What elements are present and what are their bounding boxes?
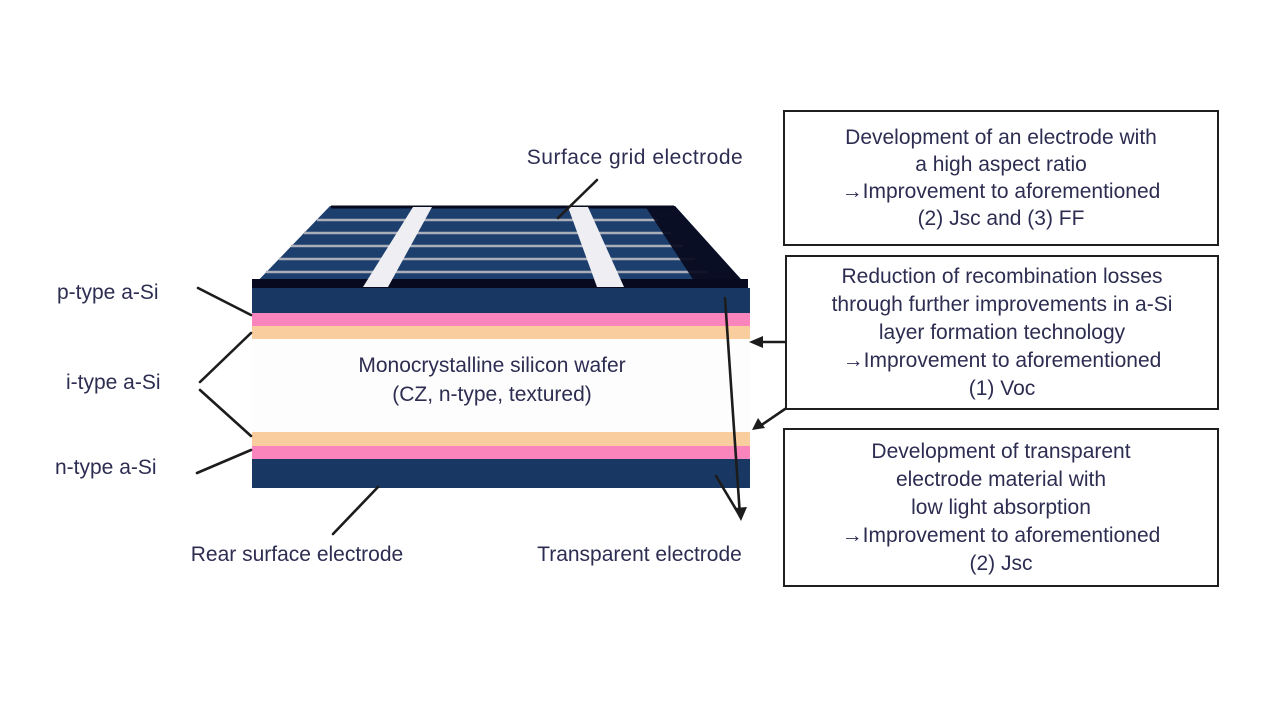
transparent-electrode-connector-line-top: [723, 296, 742, 518]
annotation-line: Development of transparent: [871, 439, 1131, 463]
layer-transparent-electrode-bottom: [252, 459, 750, 488]
rear-electrode-connector-line: [331, 485, 380, 536]
i-type-label: i-type a-Si: [66, 371, 161, 394]
arrow-to-top-a-si-head: [749, 336, 763, 348]
p-type-label: p-type a-Si: [57, 281, 159, 304]
layer-n-type-a-si: [252, 446, 750, 459]
annotation-line: →Improvement to aforementioned: [842, 348, 1162, 372]
busbar: [363, 207, 432, 287]
annotation-line: through further improvements in a-Si: [831, 292, 1173, 316]
surface-grid-electrode-label: Surface grid electrode: [526, 146, 744, 169]
annotation-line: →Improvement to aforementioned: [841, 523, 1161, 547]
annotation-line: layer formation technology: [878, 320, 1126, 344]
layer-stack: [252, 288, 750, 488]
annotation-line: (2) Jsc: [969, 551, 1033, 575]
annotation-box-transparent-electrode: Development of transparent electrode mat…: [783, 428, 1219, 587]
i-type-upper-connector-line: [198, 331, 253, 384]
annotation-line: →Improvement to aforementioned: [841, 180, 1161, 203]
busbar: [568, 207, 624, 287]
annotation-line: (1) Voc: [968, 376, 1036, 400]
annotation-box-recombination-losses: Reduction of recombination losses throug…: [785, 255, 1219, 410]
annotation-line: low light absorption: [911, 495, 1091, 519]
annotation-line: Reduction of recombination losses: [841, 264, 1163, 288]
layer-i-type-a-si-bottom: [252, 432, 750, 446]
wafer-label: Monocrystalline silicon wafer (CZ, n-typ…: [252, 351, 732, 409]
n-type-connector-line: [195, 448, 253, 475]
rear-surface-electrode-label: Rear surface electrode: [190, 543, 404, 566]
annotation-line: electrode material with: [895, 467, 1107, 491]
i-type-lower-connector-line: [198, 388, 253, 438]
layer-monocrystalline-wafer: [252, 339, 750, 432]
transparent-electrode-label: Transparent electrode: [537, 543, 742, 566]
connector-lines: [195, 178, 742, 536]
arrow-to-bottom-a-si: [758, 407, 787, 428]
p-type-connector-line: [196, 286, 253, 317]
annotation-line: Development of an electrode with: [845, 126, 1157, 149]
n-type-label: n-type a-Si: [55, 456, 157, 479]
annotation-box-electrode-aspect-ratio: Development of an electrode with a high …: [783, 110, 1219, 246]
annotation-line: a high aspect ratio: [915, 153, 1087, 176]
cell-front-edge-strip: [252, 279, 748, 288]
surface-grid-connector-line: [556, 178, 599, 220]
cell-right-shadow-face: [645, 206, 748, 287]
wafer-label-line1: Monocrystalline silicon wafer: [358, 354, 626, 377]
wafer-label-line2: (CZ, n-type, textured): [392, 383, 592, 406]
layer-transparent-electrode-top: [252, 288, 750, 313]
layer-i-type-a-si-top: [252, 326, 750, 339]
annotation-line: (2) Jsc and (3) FF: [917, 207, 1085, 230]
arrow-to-bottom-a-si-head: [752, 418, 765, 430]
annotation-arrows: [758, 340, 787, 428]
transparent-electrode-arrowhead: [734, 507, 747, 521]
layer-p-type-a-si: [252, 313, 750, 326]
grid-finger-lines: [266, 218, 707, 274]
